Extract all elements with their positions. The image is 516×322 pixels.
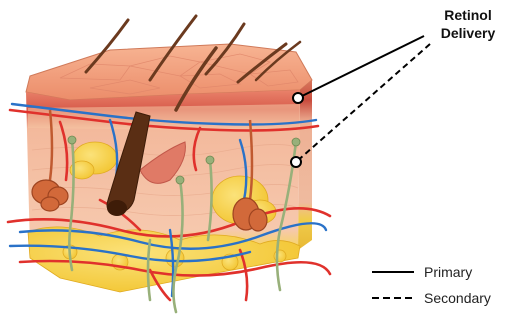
primary-target-marker [293, 93, 303, 103]
legend-secondary-label: Secondary [424, 290, 491, 306]
secondary-target-marker [291, 157, 301, 167]
secondary-leader-line [296, 44, 430, 162]
leader-lines [296, 36, 430, 162]
diagram-title: Retinol Delivery [423, 6, 513, 42]
title-line-2: Delivery [423, 24, 513, 42]
legend-primary-label: Primary [424, 264, 472, 280]
hair-bulb [107, 200, 127, 216]
title-line-1: Retinol [423, 6, 513, 24]
